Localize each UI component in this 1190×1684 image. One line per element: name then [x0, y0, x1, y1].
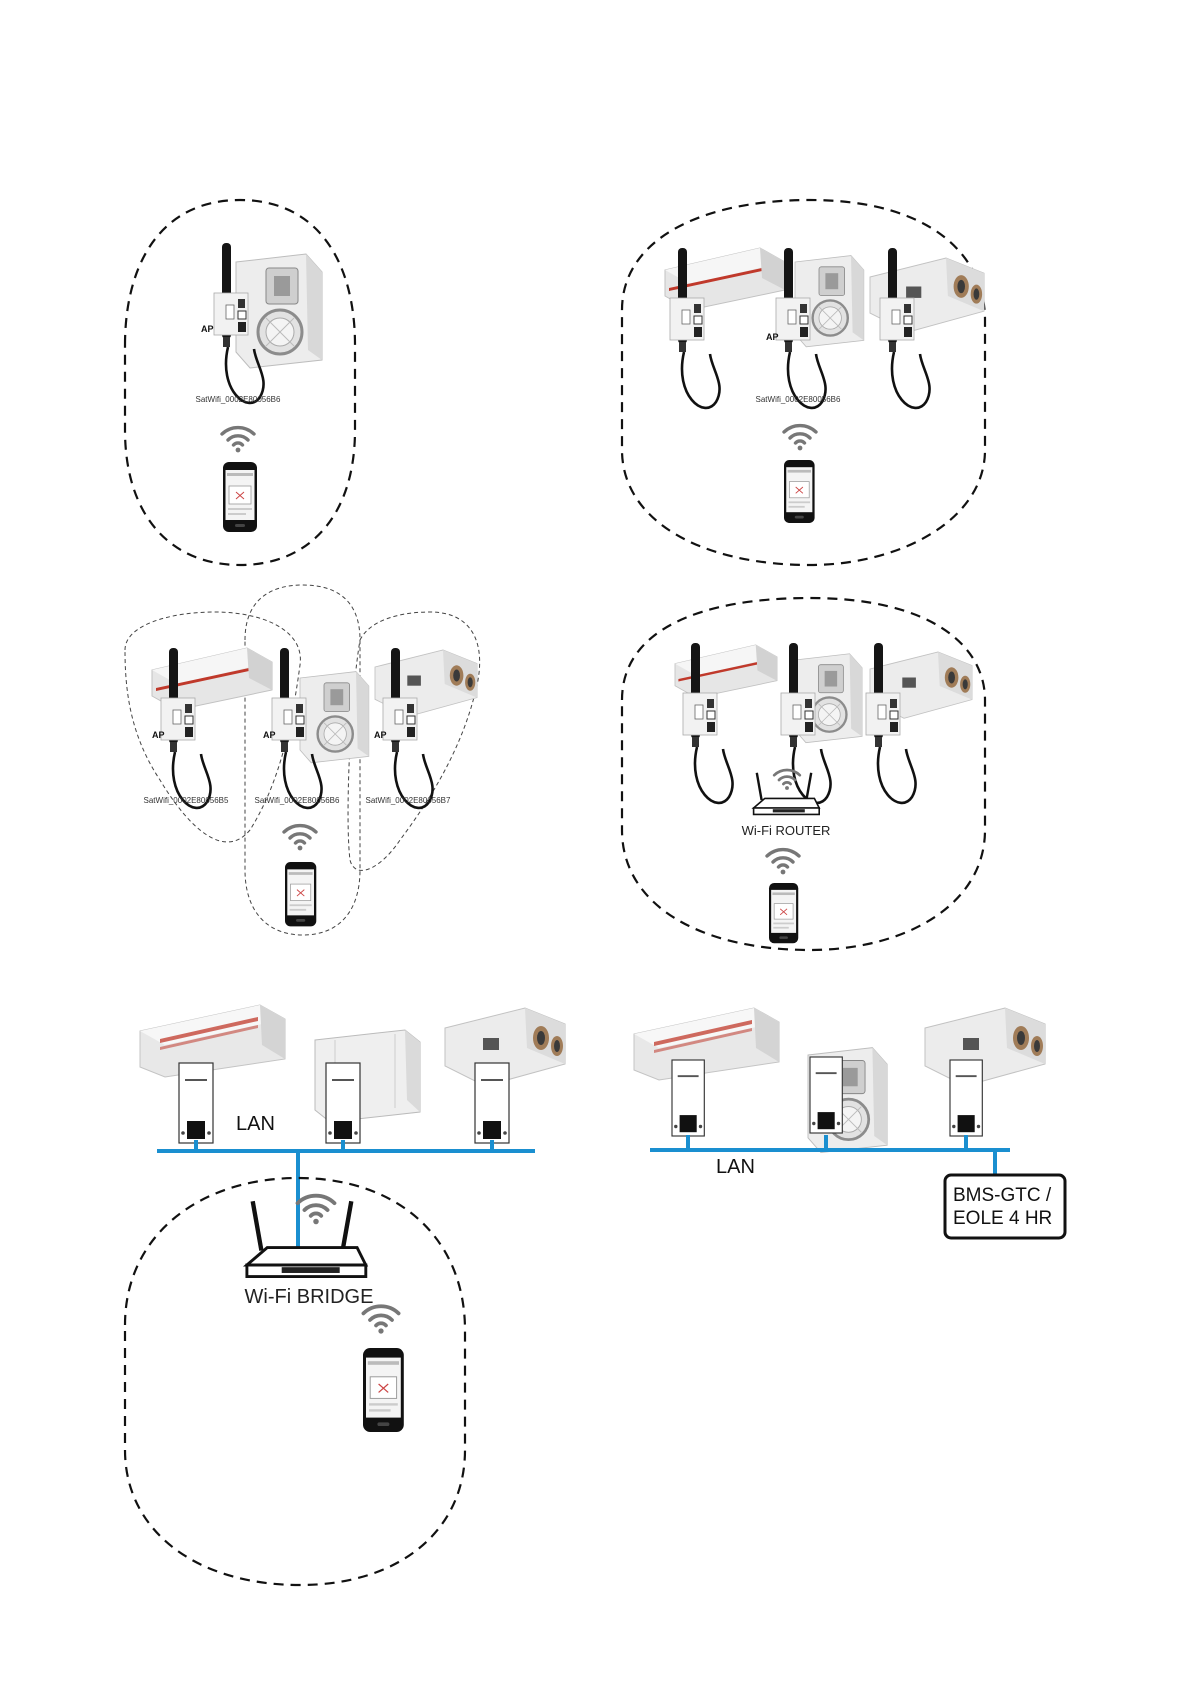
- wifi-waves-icon: [363, 1306, 398, 1333]
- diagram-ap-shared: AP SatWifi_0002E80056B6: [622, 200, 985, 565]
- wifi-waves-icon: [784, 426, 816, 451]
- ssid-label: SatWifi_0002E80056B7: [366, 796, 452, 805]
- lan-label: LAN: [236, 1113, 275, 1135]
- wifi-waves-icon: [767, 850, 799, 875]
- smartphone-icon: [285, 862, 316, 926]
- ventilation-unit-icon: [675, 645, 777, 698]
- diagram-ap-single: AP SatWifi_0002E80056B6: [125, 200, 355, 565]
- wifi-zone-boundary: [622, 598, 985, 950]
- router-label: Wi-Fi ROUTER: [742, 823, 831, 838]
- network-module-icon: [672, 1060, 704, 1136]
- network-module-icon: [475, 1063, 509, 1143]
- ventilation-unit-icon: [300, 672, 369, 763]
- wifi-zone-boundary: [125, 1178, 465, 1585]
- bms-label-line1: BMS-GTC /: [953, 1185, 1052, 1206]
- bridge-label: Wi-Fi BRIDGE: [245, 1286, 374, 1308]
- lan-label: LAN: [716, 1156, 755, 1178]
- ap-label: AP: [374, 730, 387, 740]
- ap-label: AP: [766, 332, 779, 342]
- network-module-icon: [179, 1063, 213, 1143]
- smartphone-icon: [784, 460, 815, 523]
- smartphone-icon: [769, 883, 798, 943]
- ventilation-unit-icon: [236, 254, 322, 368]
- router-icon: [754, 773, 820, 815]
- wifi-waves-icon: [774, 770, 800, 790]
- diagram-wifi-router: Wi-Fi ROUTER: [622, 598, 985, 950]
- network-module-icon: [950, 1060, 982, 1136]
- ap-label: AP: [152, 730, 165, 740]
- router-icon: [247, 1201, 366, 1276]
- smartphone-icon: [363, 1348, 404, 1432]
- ventilation-unit-icon: [634, 1008, 779, 1080]
- diagram-lan-bms: LAN BMS-GTC / EOLE 4 HR: [634, 1008, 1065, 1238]
- wifi-waves-icon: [284, 826, 316, 851]
- ssid-label: SatWifi_0002E80056B6: [255, 796, 341, 805]
- network-module-icon: [326, 1063, 360, 1143]
- wifi-waves-icon: [222, 428, 254, 453]
- ssid-label: SatWifi_0002E80056B6: [196, 395, 282, 404]
- diagram-lan-bridge: LAN Wi-Fi BRIDGE: [125, 1005, 565, 1585]
- ap-label: AP: [263, 730, 276, 740]
- diagram-ap-multiple: AP AP AP SatWifi_0002E80056B5 SatWifi_00…: [125, 585, 480, 935]
- ap-label: AP: [201, 324, 214, 334]
- network-module-icon: [810, 1057, 842, 1133]
- smartphone-icon: [223, 462, 257, 532]
- ventilation-unit-icon: [925, 1008, 1045, 1086]
- ssid-label: SatWifi_0002E80056B6: [756, 395, 842, 404]
- ssid-label: SatWifi_0002E80056B5: [144, 796, 230, 805]
- bms-label-line2: EOLE 4 HR: [953, 1208, 1052, 1229]
- wifi-waves-icon: [298, 1196, 335, 1225]
